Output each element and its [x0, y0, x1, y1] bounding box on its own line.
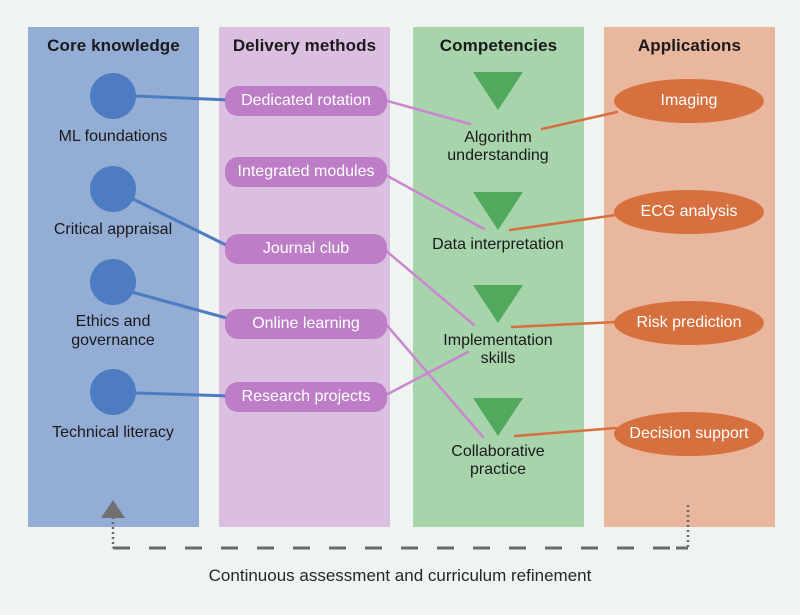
- competency-triangle-icon-collaborative-practice: [473, 398, 523, 436]
- connector-data-interpretation-to-ecg-analysis: [508, 213, 618, 232]
- competency-triangle-icon-algorithm-understanding: [473, 72, 523, 110]
- core-node-circle-critical-appraisal: [90, 166, 136, 212]
- connector-journal-club-to-implementation-skills: [382, 247, 476, 327]
- connector-online-learning-to-collaborative-practice: [382, 320, 485, 439]
- competency-label-collaborative-practice: Collaborative practice: [451, 443, 545, 478]
- core-label-technical-literacy: Technical literacy: [52, 424, 174, 441]
- core-node-circle-ml-foundations: [90, 73, 136, 119]
- delivery-pill-research-projects: Research projects: [225, 382, 387, 412]
- column-header-applications: Applications: [637, 36, 742, 55]
- connector-ethics-and-governance-to-online-learning: [126, 289, 232, 321]
- application-ellipse-risk-prediction: Risk prediction: [614, 301, 764, 345]
- competency-label-implementation-skills: Implementation skills: [443, 332, 553, 367]
- connector-dedicated-rotation-to-algorithm-understanding: [382, 98, 472, 126]
- connector-collaborative-practice-to-decision-support: [513, 426, 618, 438]
- delivery-pill-dedicated-rotation: Dedicated rotation: [225, 86, 387, 116]
- connector-integrated-modules-to-data-interpretation: [382, 172, 486, 231]
- core-node-circle-technical-literacy: [90, 369, 136, 415]
- application-ellipse-imaging: Imaging: [614, 79, 764, 123]
- application-ellipse-decision-support: Decision support: [614, 412, 764, 456]
- connector-ml-foundations-to-dedicated-rotation: [133, 94, 232, 102]
- connector-research-projects-to-implementation-skills: [382, 350, 470, 398]
- column-header-competencies: Competencies: [439, 36, 558, 55]
- core-label-ethics-governance: Ethics and governance: [71, 313, 155, 349]
- application-ellipse-ecg-analysis: ECG analysis: [614, 190, 764, 234]
- delivery-pill-online-learning: Online learning: [225, 309, 387, 339]
- connector-implementation-skills-to-risk-prediction: [510, 320, 618, 329]
- core-node-circle-ethics-governance: [90, 259, 136, 305]
- column-header-delivery-methods: Delivery methods: [232, 36, 377, 55]
- connector-critical-appraisal-to-journal-club: [127, 195, 232, 249]
- feedback-arrow-up-icon: [101, 500, 125, 518]
- connector-algorithm-understanding-to-imaging: [540, 110, 619, 131]
- connector-technical-literacy-to-research-projects: [135, 391, 232, 398]
- column-header-core-knowledge: Core knowledge: [47, 36, 180, 55]
- competency-label-data-interpretation: Data interpretation: [432, 236, 564, 253]
- competency-triangle-icon-data-interpretation: [473, 192, 523, 230]
- competency-label-algorithm-understanding: Algorithm understanding: [447, 129, 549, 164]
- core-label-ml-foundations: ML foundations: [58, 128, 168, 145]
- column-competencies: Competencies: [413, 27, 584, 527]
- competency-triangle-icon-implementation-skills: [473, 285, 523, 323]
- core-label-critical-appraisal: Critical appraisal: [53, 221, 173, 238]
- feedback-label: Continuous assessment and curriculum ref…: [208, 566, 592, 585]
- delivery-pill-journal-club: Journal club: [225, 234, 387, 264]
- delivery-pill-integrated-modules: Integrated modules: [225, 157, 387, 187]
